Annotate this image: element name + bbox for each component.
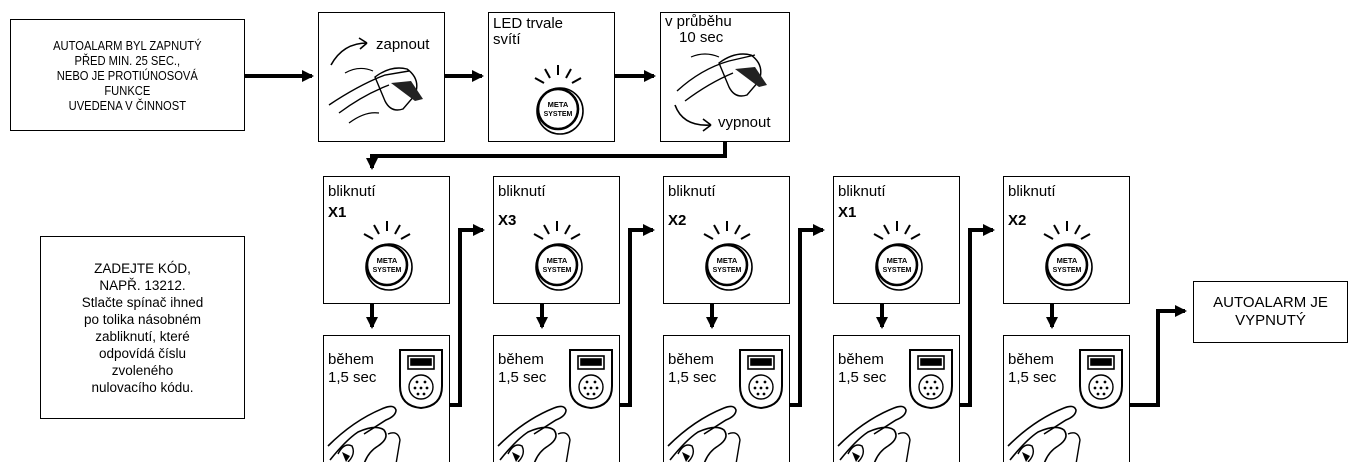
arrow-press5-to-result — [1130, 305, 1187, 407]
code-note-line: odpovídá číslu — [98, 345, 187, 361]
press-line2: 1,5 sec — [838, 369, 887, 386]
code-note-line: ZADEJTE KÓD, — [94, 260, 191, 276]
code-note-text: ZADEJTE KÓD, NAPŘ. 13212. Stlačte spínač… — [82, 260, 204, 396]
switch-off-line2: 10 sec — [679, 29, 724, 46]
code-note-line: nulovacího kódu. — [91, 379, 194, 395]
meta-logo-line1: META — [887, 256, 908, 265]
intro-note-text: AUTOALARM BYL ZAPNUTÝ PŘED MIN. 25 SEC.,… — [53, 38, 201, 113]
arrow-press4-to-blink5 — [960, 224, 995, 407]
blink-title: bliknutí — [498, 183, 546, 200]
blink-title: bliknutí — [1008, 183, 1056, 200]
meta-logo-line2: SYSTEM — [1053, 267, 1082, 274]
blink-count: X2 — [668, 212, 687, 229]
finger-press-remote-icon — [664, 336, 791, 462]
intro-note-line: FUNKCE — [104, 82, 151, 98]
step-led-steady: LED trvale svítí META SYSTEM — [488, 12, 615, 142]
press-line1: během — [1008, 351, 1054, 368]
meta-system-button-icon: META SYSTEM — [522, 217, 592, 302]
meta-logo-line2: SYSTEM — [373, 267, 402, 274]
blink-count: X3 — [498, 212, 517, 229]
blink-step-2: bliknutí X3 META SYSTEM — [493, 176, 620, 304]
press-line1: během — [328, 351, 374, 368]
meta-logo-line2: SYSTEM — [544, 111, 573, 118]
meta-logo-line1: META — [548, 100, 569, 109]
press-line1: během — [498, 351, 544, 368]
blink-step-3: bliknutí X2 META SYSTEM — [663, 176, 790, 304]
blink-title: bliknutí — [668, 183, 716, 200]
blink-step-4: bliknutí X1 META SYSTEM — [833, 176, 960, 304]
code-note-line: zvoleného — [111, 362, 174, 378]
finger-press-remote-icon — [834, 336, 961, 462]
intro-note-line: NEBO JE PROTIÚNOSOVÁ — [56, 67, 199, 83]
code-note-line: zabliknutí, které — [95, 328, 190, 344]
arrow-off-to-blink1 — [366, 142, 727, 170]
intro-note: AUTOALARM BYL ZAPNUTÝ PŘED MIN. 25 SEC.,… — [10, 19, 245, 131]
result-line1: AUTOALARM JE — [1213, 294, 1328, 311]
code-note: ZADEJTE KÓD, NAPŘ. 13212. Stlačte spínač… — [40, 236, 245, 419]
switch-on-label: zapnout — [376, 36, 430, 53]
press-step-1: během 1,5 sec — [323, 335, 450, 462]
blink-step-5: bliknutí X2 META SYSTEM — [1003, 176, 1130, 304]
switch-off-line1: v průběhu — [665, 13, 732, 30]
meta-logo-line2: SYSTEM — [713, 267, 742, 274]
arrow-press1-to-blink2 — [450, 224, 485, 407]
meta-system-button-icon: META SYSTEM — [692, 217, 762, 302]
blink-title: bliknutí — [838, 183, 886, 200]
press-line2: 1,5 sec — [328, 369, 377, 386]
meta-logo-line1: META — [1057, 256, 1078, 265]
intro-note-line: PŘED MIN. 25 SEC., — [74, 52, 181, 68]
finger-press-remote-icon — [324, 336, 451, 462]
blink-count: X2 — [1008, 212, 1027, 229]
blink-step-1: bliknutí X1 META SYSTEM — [323, 176, 450, 304]
blink-title: bliknutí — [328, 183, 376, 200]
blink-count: X1 — [328, 204, 347, 221]
press-step-3: během 1,5 sec — [663, 335, 790, 462]
press-step-2: během 1,5 sec — [493, 335, 620, 462]
switch-off-label: vypnout — [718, 114, 771, 131]
finger-press-remote-icon — [1004, 336, 1131, 462]
code-note-line: Stlačte spínač ihned — [81, 294, 204, 310]
arrow-press2-to-blink3 — [620, 224, 655, 407]
meta-logo-line2: SYSTEM — [883, 267, 912, 274]
press-step-5: během 1,5 sec — [1003, 335, 1130, 462]
ignition-key-turn-on-icon — [328, 37, 423, 124]
led-steady-line2: svítí — [493, 31, 521, 48]
result-line2: VYPNUTÝ — [1235, 312, 1306, 329]
code-note-line: po tolika násobném — [83, 311, 202, 327]
result-box: AUTOALARM JE VYPNUTÝ — [1193, 281, 1348, 343]
meta-logo-line1: META — [377, 256, 398, 265]
press-line1: během — [838, 351, 884, 368]
meta-logo-line1: META — [717, 256, 738, 265]
intro-note-line: AUTOALARM BYL ZAPNUTÝ — [53, 37, 202, 53]
press-line1: během — [668, 351, 714, 368]
meta-system-button-icon: META SYSTEM — [523, 61, 593, 146]
meta-system-button-icon: META SYSTEM — [1032, 217, 1102, 302]
ignition-key-turn-off-icon — [674, 53, 767, 132]
press-line2: 1,5 sec — [668, 369, 717, 386]
code-note-line: NAPŘ. 13212. — [99, 277, 186, 293]
intro-note-line: UVEDENA V ČINNOST — [68, 97, 187, 113]
press-line2: 1,5 sec — [498, 369, 547, 386]
finger-press-remote-icon — [494, 336, 621, 462]
arrow-press3-to-blink4 — [790, 224, 825, 407]
step-switch-on: zapnout — [318, 12, 445, 142]
press-line2: 1,5 sec — [1008, 369, 1057, 386]
blink-count: X1 — [838, 204, 857, 221]
meta-logo-line1: META — [547, 256, 568, 265]
press-step-4: během 1,5 sec — [833, 335, 960, 462]
step-switch-off: v průběhu 10 sec vypnout — [660, 12, 790, 142]
led-steady-line1: LED trvale — [493, 15, 564, 32]
meta-system-button-icon: META SYSTEM — [352, 217, 422, 302]
meta-logo-line2: SYSTEM — [543, 267, 572, 274]
meta-system-button-icon: META SYSTEM — [862, 217, 932, 302]
